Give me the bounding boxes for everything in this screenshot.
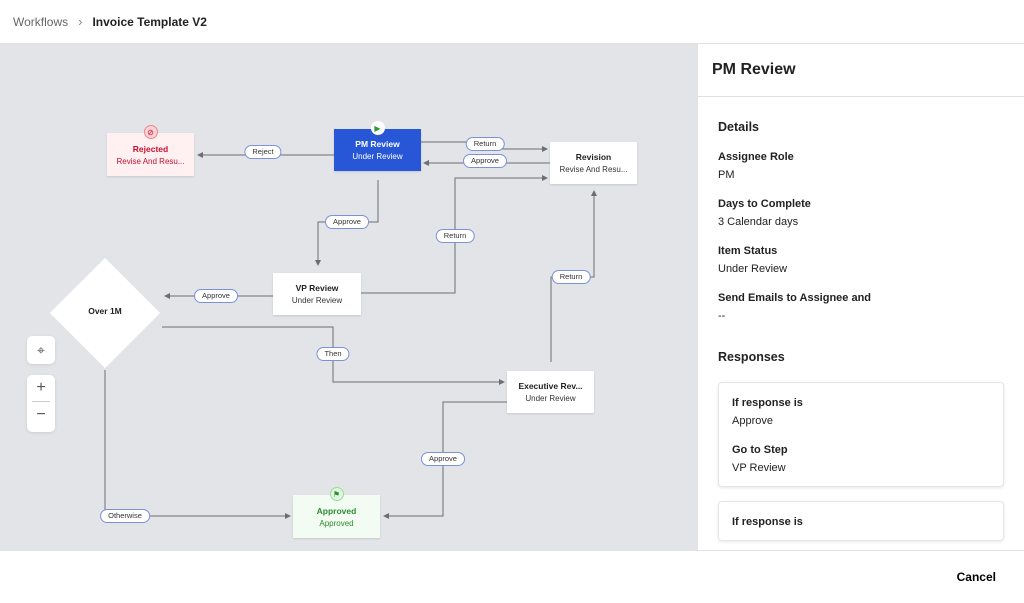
node-title: Approved (316, 505, 357, 516)
field-value: -- (718, 310, 726, 322)
footer: Cancel (0, 550, 1024, 603)
field-value: PM (718, 169, 735, 181)
edge-label-approve[interactable]: Approve (194, 289, 238, 303)
cancel-circle-icon: ⊘ (143, 125, 158, 139)
breadcrumb: Workflows › Invoice Template V2 (0, 0, 1024, 44)
edge-label-approve[interactable]: Approve (421, 452, 465, 466)
field-value: Under Review (718, 263, 788, 275)
node-revision[interactable]: Revision Revise And Resu... (550, 142, 637, 184)
node-approved[interactable]: ⚑ Approved Approved (293, 487, 380, 538)
response-if-value: Approve (732, 415, 773, 427)
response-if-label: If response is (732, 397, 803, 409)
edge-label-return[interactable]: Return (465, 137, 505, 151)
edge-label-then[interactable]: Then (316, 347, 350, 361)
cancel-button[interactable]: Cancel (956, 570, 996, 584)
edge-label-return[interactable]: Return (435, 229, 475, 243)
workflow-canvas[interactable]: ⊘ Rejected Revise And Resu... ▶ PM Revie… (0, 44, 697, 550)
node-status: Approved (319, 518, 354, 528)
zoom-in-button[interactable]: + (36, 379, 46, 396)
field-label: Days to Complete (718, 198, 811, 210)
node-status: Under Review (291, 296, 343, 305)
step-details-panel: PM Review Details Assignee Role PM Days … (697, 44, 1024, 550)
node-title: Over 1M (88, 306, 122, 316)
response-go-value: VP Review (732, 462, 786, 474)
node-title: Revision (575, 152, 612, 162)
chevron-right-icon: › (78, 14, 83, 29)
node-status: Under Review (352, 152, 403, 161)
node-status: Revise And Resu... (116, 156, 185, 166)
page-title: Invoice Template V2 (92, 14, 207, 29)
field-label: Assignee Role (718, 151, 794, 163)
breadcrumb-workflows[interactable]: Workflows (13, 14, 69, 29)
node-status: Revise And Resu... (559, 165, 628, 174)
node-vp-review[interactable]: VP Review Under Review (273, 273, 361, 315)
node-title: VP Review (295, 283, 339, 293)
field-value: 3 Calendar days (718, 216, 799, 228)
zoom-out-button[interactable]: − (36, 406, 46, 423)
node-rejected[interactable]: ⊘ Rejected Revise And Resu... (107, 125, 194, 176)
edge-label-otherwise[interactable]: Otherwise (100, 509, 150, 523)
edge-label-reject[interactable]: Reject (244, 145, 282, 159)
responses-heading: Responses (718, 350, 785, 364)
flag-icon: ⚑ (329, 487, 344, 501)
field-label: Item Status (718, 245, 778, 257)
response-go-label: Go to Step (732, 444, 788, 456)
node-status: Under Review (525, 394, 576, 403)
edge-label-approve[interactable]: Approve (463, 154, 507, 168)
node-title: Rejected (132, 143, 169, 154)
node-title: PM Review (355, 139, 400, 149)
response-card[interactable]: If response is (718, 501, 1004, 541)
response-card[interactable]: If response is Approve Go to Step VP Rev… (718, 382, 1004, 487)
divider (32, 401, 50, 402)
edge-label-return[interactable]: Return (551, 270, 591, 284)
node-executive-review[interactable]: Executive Rev... Under Review (507, 371, 594, 413)
details-heading: Details (718, 120, 759, 134)
node-title: Executive Rev... (518, 381, 583, 391)
zoom-controls: + − (27, 375, 55, 432)
field-label: Send Emails to Assignee and (718, 292, 872, 304)
response-if-label: If response is (732, 516, 803, 528)
play-icon: ▶ (370, 121, 385, 135)
recenter-button[interactable]: ⌖ (27, 336, 55, 364)
edge-otherwise (104, 370, 291, 519)
crosshair-icon: ⌖ (37, 341, 45, 358)
edge-label-approve[interactable]: Approve (325, 215, 369, 229)
panel-title: PM Review (698, 44, 1024, 97)
node-pm-review[interactable]: ▶ PM Review Under Review (334, 121, 421, 171)
